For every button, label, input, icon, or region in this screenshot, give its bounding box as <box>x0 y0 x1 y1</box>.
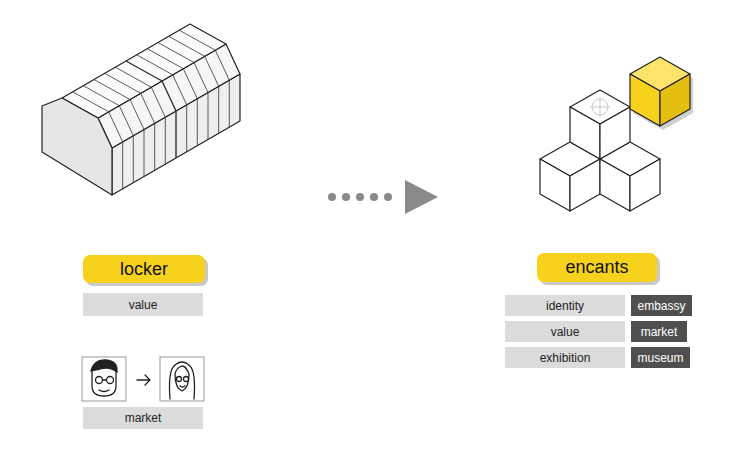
roof-rib <box>179 30 229 127</box>
role-box: market <box>631 321 687 342</box>
role-box: embassy <box>631 295 692 316</box>
node-label: locker <box>120 259 168 280</box>
title-pill: encants <box>537 253 657 282</box>
node-label: identity <box>546 299 584 313</box>
node-label: museum <box>637 351 683 365</box>
roof-rib <box>94 80 144 177</box>
node-label: market <box>125 411 162 425</box>
value-box: identity <box>505 295 625 316</box>
roof-rib <box>126 61 176 158</box>
node-label: embassy <box>637 299 685 313</box>
role-box: museum <box>631 347 690 368</box>
node-label: value <box>551 325 580 339</box>
roof-rib <box>147 49 197 146</box>
flow-arrow <box>328 180 438 214</box>
node-label: market <box>641 325 678 339</box>
node-label: exhibition <box>540 351 591 365</box>
person-icons <box>82 357 204 401</box>
node-label: encants <box>565 257 628 278</box>
value-box: value <box>505 321 625 342</box>
value-box: value <box>83 293 203 316</box>
title-pill: locker <box>83 255 205 283</box>
cubes-illustration <box>540 57 693 211</box>
roof-rib <box>105 73 155 170</box>
roof-rib <box>73 92 123 189</box>
roof-rib <box>115 67 165 164</box>
value-box: market <box>83 407 203 429</box>
value-box: exhibition <box>505 347 625 368</box>
roof-rib <box>158 43 208 140</box>
locker-illustration <box>42 24 240 195</box>
roof-rib <box>137 55 187 152</box>
node-label: value <box>129 298 158 312</box>
roof-rib <box>83 86 133 183</box>
roof-rib <box>169 36 219 133</box>
